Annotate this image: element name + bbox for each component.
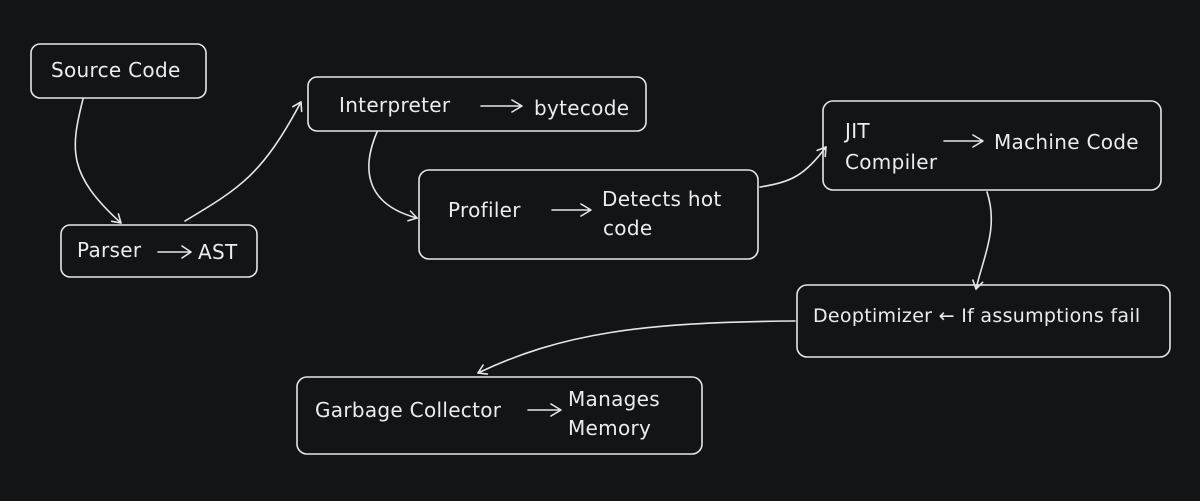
node-profiler-label: Profiler: [448, 198, 521, 222]
edge-source-to-parser: [74, 98, 122, 224]
node-box-source: [30, 43, 207, 99]
node-jit-output: Machine Code: [994, 130, 1139, 154]
node-box-gc: [296, 376, 703, 455]
inline-arrow-interpreter: [480, 99, 523, 113]
node-interpreter-output: bytecode: [534, 96, 630, 120]
inline-arrow-profiler: [551, 203, 592, 217]
node-profiler-output-line2: code: [603, 216, 653, 240]
node-box-interpreter: [307, 76, 647, 132]
edge-interpreter-to-profiler: [368, 131, 418, 222]
node-box-jit: [822, 100, 1162, 191]
edge-deopt-to-gc: [477, 320, 796, 375]
edge-profiler-to-jit: [759, 146, 827, 188]
node-box-parser: [60, 224, 258, 278]
node-jit-label-line2: Compiler: [845, 150, 938, 174]
node-gc-output-line2: Memory: [568, 416, 652, 440]
node-gc-label: Garbage Collector: [315, 398, 502, 422]
inline-arrow-jit: [943, 134, 984, 148]
inline-arrow-parser: [157, 245, 192, 259]
node-jit-label-line1: JIT: [845, 119, 870, 143]
node-interpreter-label: Interpreter: [339, 93, 451, 117]
node-gc-output-line1: Manages: [568, 387, 660, 411]
node-box-deopt: [796, 284, 1171, 358]
edge-parser-to-interpreter: [184, 101, 303, 222]
node-profiler-output-line1: Detects hot: [602, 187, 722, 211]
node-parser-output: AST: [198, 240, 238, 264]
inline-arrow-gc: [527, 403, 562, 417]
node-deopt-label: Deoptimizer ← If assumptions fail: [813, 305, 1141, 327]
node-parser-label: Parser: [77, 238, 142, 262]
edge-jit-to-deopt: [972, 191, 993, 290]
node-box-profiler: [418, 169, 759, 260]
node-source-label: Source Code: [51, 58, 181, 82]
